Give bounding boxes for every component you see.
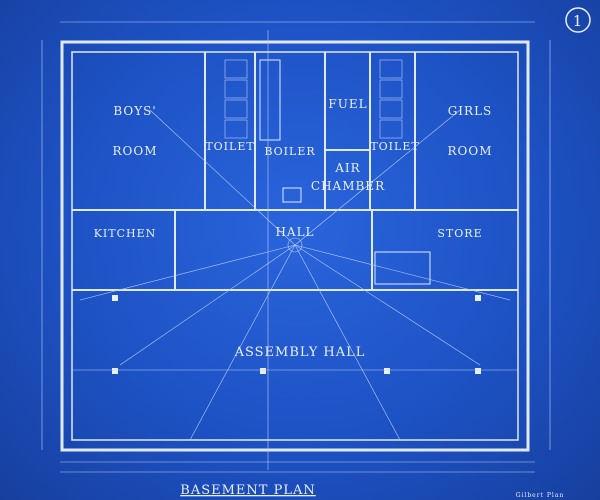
sheet-number: 1 (573, 12, 584, 30)
label-store: STORE (437, 227, 482, 240)
dimension-lines (41, 21, 551, 473)
drawing-title: BASEMENT PLAN (180, 483, 315, 498)
label-girls-room-1: GIRLS (448, 104, 493, 118)
interior-walls (72, 52, 518, 291)
sheet-number-badge (565, 7, 591, 33)
label-boiler: BOILER (264, 145, 315, 158)
duct-lines (72, 30, 518, 470)
label-assembly-hall: ASSEMBLY HALL (234, 345, 366, 360)
label-boys-room-2: ROOM (113, 144, 158, 158)
exterior-walls (60, 40, 530, 452)
label-fuel: FUEL (328, 97, 367, 111)
corner-note: Gilbert Plan (516, 492, 565, 499)
columns (112, 295, 481, 374)
label-hall: HALL (275, 225, 314, 239)
label-girls-room-2: ROOM (448, 144, 493, 158)
label-boys-toilet: TOILET (205, 140, 254, 153)
label-air-chamber-2: CHAMBER (311, 179, 385, 193)
label-girls-toilet: TOILET (370, 140, 419, 153)
label-air-chamber-1: AIR (334, 161, 360, 175)
toilet-stalls (224, 59, 403, 139)
label-boys-room-1: BOYS' (113, 104, 156, 118)
label-kitchen: KITCHEN (94, 227, 157, 240)
